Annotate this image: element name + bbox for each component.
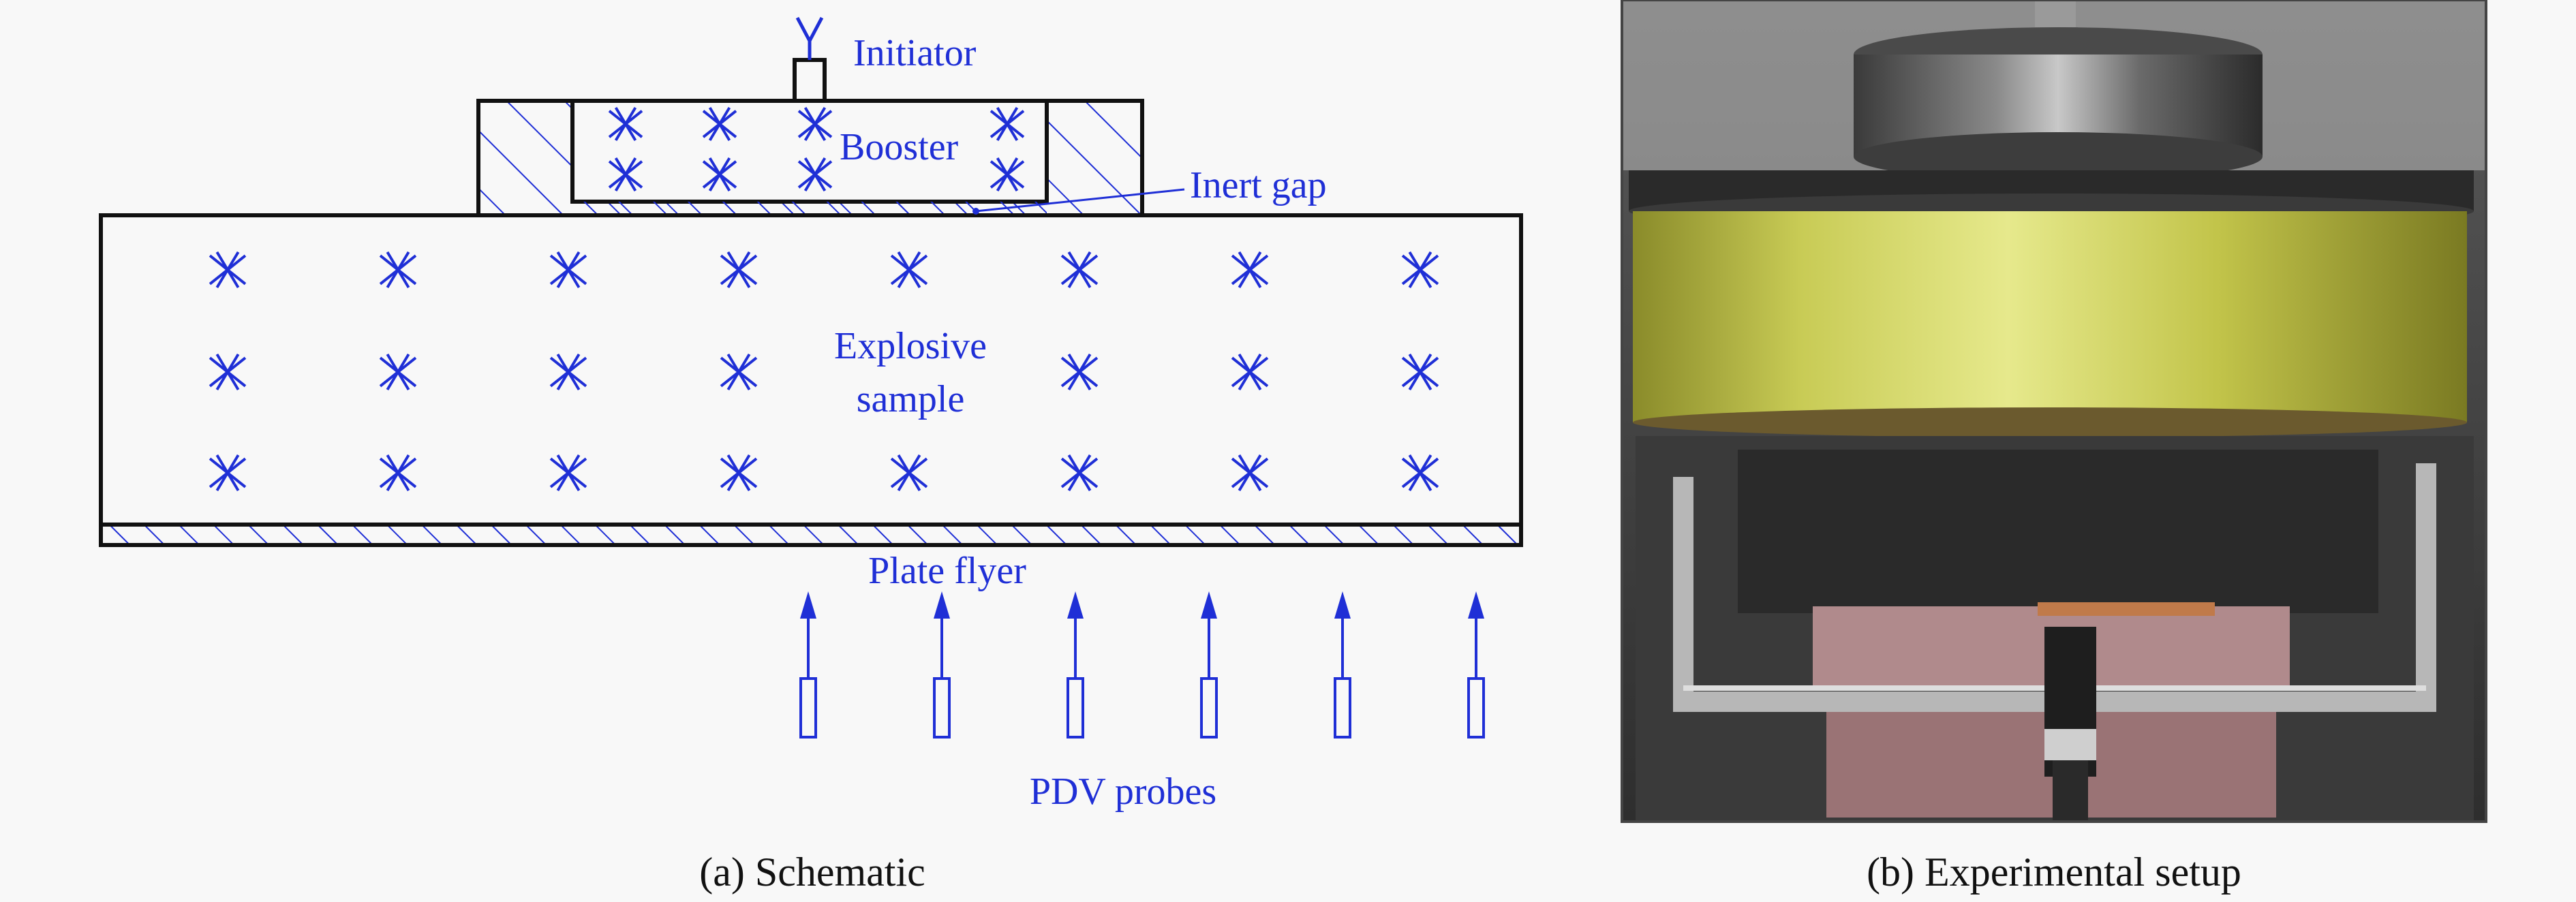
inert-gap-label: Inert gap	[1190, 164, 1327, 206]
booster-particle-mark	[797, 157, 833, 192]
plate-flyer-label: Plate flyer	[868, 550, 1026, 592]
booster-marks	[608, 106, 1025, 192]
caption-schematic: (a) Schematic	[699, 850, 925, 895]
explosive-particle-mark	[209, 353, 247, 391]
explosive-particle-mark	[1060, 251, 1099, 289]
pdv-arrow-head	[1067, 591, 1084, 619]
pdv-arrow-head	[1468, 591, 1484, 619]
explosive-sample-block	[99, 213, 1523, 527]
explosive-particle-mark	[1231, 454, 1269, 492]
inert-gap-leader-line	[975, 188, 1185, 213]
explosive-particle-mark	[1231, 353, 1269, 391]
pdv-arrow-head	[1334, 591, 1351, 619]
caption-experimental-setup: (b) Experimental setup	[1867, 850, 2241, 895]
booster-particle-mark	[990, 157, 1025, 192]
booster-particle-mark	[990, 106, 1025, 142]
explosive-particle-mark	[549, 454, 587, 492]
pdv-probes-label: PDV probes	[1030, 771, 1216, 813]
explosive-particle-mark	[1401, 251, 1439, 289]
pdv-probe-array	[799, 591, 1485, 738]
explosive-particle-mark	[549, 251, 587, 289]
booster-particle-mark	[702, 106, 737, 142]
pdv-probe	[1200, 591, 1218, 738]
pdv-arrow-head	[800, 591, 816, 619]
pdv-probe	[1334, 591, 1351, 738]
explosive-particle-mark	[890, 251, 928, 289]
plate-flyer	[99, 523, 1523, 547]
explosive-marks	[209, 251, 1439, 492]
explosive-particle-mark	[720, 251, 758, 289]
booster-particle-mark	[608, 157, 643, 192]
explosive-particle-mark	[1401, 454, 1439, 492]
explosive-particle-mark	[379, 251, 417, 289]
explosive-particle-mark	[1060, 353, 1099, 391]
explosive-particle-mark	[549, 353, 587, 391]
schematic-diagram: Initiator Booster Inert gap Explosive sa…	[99, 16, 1523, 895]
initiator-label: Initiator	[853, 32, 977, 74]
pdv-probe	[799, 591, 817, 738]
booster-particle-mark	[797, 106, 833, 142]
pdv-arrow-head	[1201, 591, 1217, 619]
explosive-particle-mark	[209, 454, 247, 492]
pdv-arrow-head	[934, 591, 950, 619]
initiator-detonator	[793, 16, 827, 103]
explosive-label-line2: sample	[857, 378, 965, 420]
booster-particle-mark	[702, 157, 737, 192]
explosive-particle-mark	[379, 353, 417, 391]
pdv-probe	[1467, 591, 1485, 738]
explosive-particle-mark	[890, 454, 928, 492]
explosive-label-line1: Explosive	[834, 325, 987, 367]
explosive-particle-mark	[1060, 454, 1099, 492]
pdv-probe	[1067, 591, 1084, 738]
explosive-particle-mark	[1231, 251, 1269, 289]
booster-label: Booster	[840, 126, 959, 168]
explosive-particle-mark	[379, 454, 417, 492]
explosive-particle-mark	[1401, 353, 1439, 391]
explosive-particle-mark	[720, 454, 758, 492]
inert-gap-strip	[572, 202, 1047, 215]
explosive-particle-mark	[209, 251, 247, 289]
pdv-probe	[933, 591, 951, 738]
booster-particle-mark	[608, 106, 643, 142]
inert-gap-leader-dot	[972, 208, 979, 215]
explosive-particle-mark	[720, 353, 758, 391]
experimental-setup-photo: (b) Experimental setup	[1621, 0, 2487, 895]
